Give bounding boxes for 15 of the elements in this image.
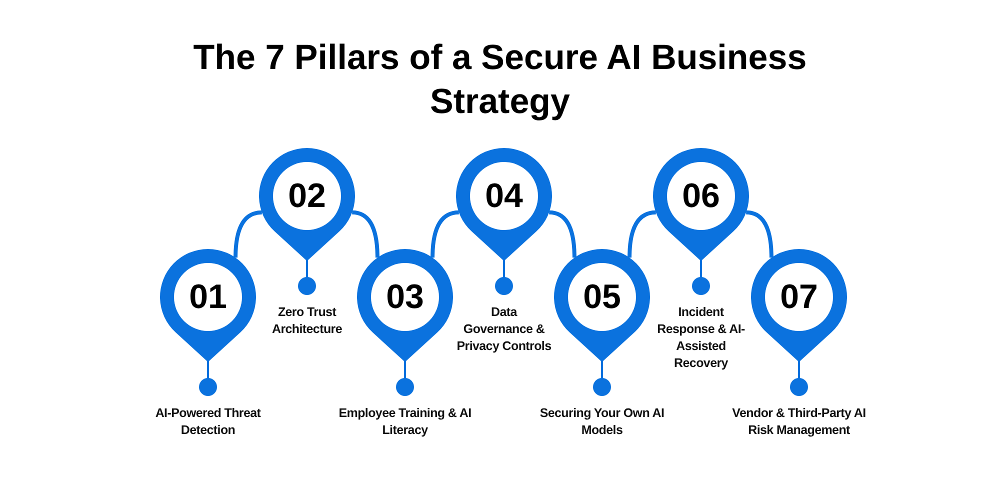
step-number: 04 <box>484 176 524 216</box>
step-number: 05 <box>582 277 622 317</box>
step-label: Securing Your Own AI Models <box>538 405 666 439</box>
step-label: Incident Response & AI-Assisted Recovery <box>656 304 746 372</box>
step-label: Employee Training & AI Literacy <box>338 405 472 439</box>
step-number: 07 <box>779 277 819 317</box>
step-number: 02 <box>287 176 327 216</box>
step-number: 06 <box>681 176 721 216</box>
step-label: Vendor & Third-Party AI Risk Management <box>731 405 867 439</box>
step-label: Zero Trust Architecture <box>270 304 344 338</box>
step-label: AI-Powered Threat Detection <box>154 405 262 439</box>
step-label: Data Governance & Privacy Controls <box>456 304 552 355</box>
step-number: 03 <box>385 277 425 317</box>
title: The 7 Pillars of a Secure AI Business Strategy <box>192 37 808 123</box>
step-number: 01 <box>188 277 228 317</box>
